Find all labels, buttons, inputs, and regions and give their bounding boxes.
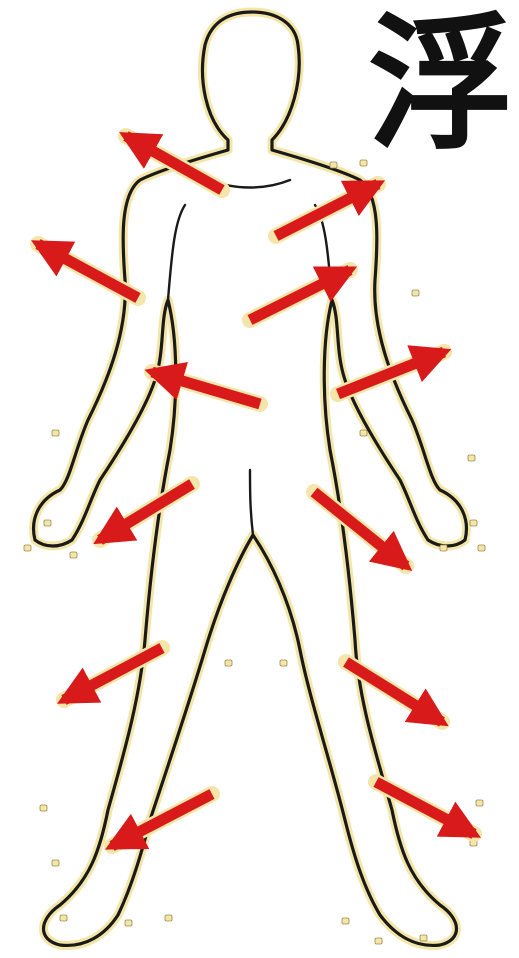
speckle-6 — [468, 455, 475, 461]
speckle-24 — [280, 660, 287, 666]
speckle-4 — [478, 545, 485, 551]
speckle-8 — [412, 290, 419, 296]
arrow-icon-11 — [112, 794, 212, 846]
arrow-icon-8 — [314, 492, 406, 566]
speckle-1 — [52, 430, 59, 436]
arrow-icon-5 — [152, 372, 260, 404]
speckle-19 — [375, 938, 382, 944]
arrow-icon-7 — [100, 484, 192, 540]
speckle-2 — [44, 520, 51, 526]
speckle-11 — [476, 800, 483, 806]
float-character-label: 浮 — [368, 12, 514, 158]
speckle-9 — [330, 162, 337, 168]
arrow-icon-9 — [64, 648, 162, 700]
speckle-23 — [225, 660, 232, 666]
speckle-15 — [60, 915, 67, 921]
speckle-17 — [165, 915, 172, 921]
speckle-20 — [420, 935, 427, 941]
arrow-icon-2 — [276, 184, 378, 236]
speckle-14 — [52, 860, 59, 866]
speckle-22 — [70, 552, 77, 558]
speckle-13 — [40, 805, 47, 811]
speckle-21 — [440, 545, 447, 551]
speckle-5 — [470, 520, 477, 526]
speckle-18 — [342, 918, 349, 924]
speckle-10 — [360, 160, 367, 166]
speckle-16 — [125, 920, 132, 926]
speckle-3 — [24, 545, 31, 551]
speckle-7 — [360, 430, 367, 436]
